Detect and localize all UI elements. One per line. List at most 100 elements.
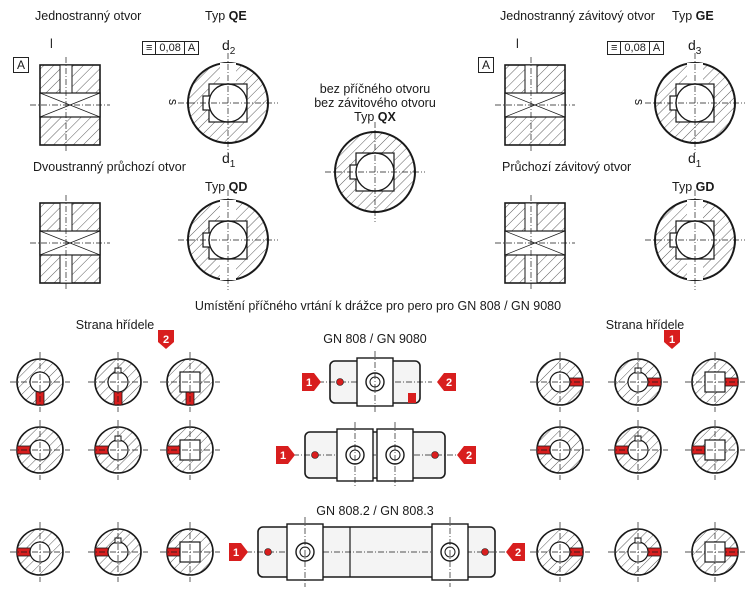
section-through-thread [495, 195, 575, 291]
badge-2: 2 [437, 373, 456, 391]
type-code: QX [377, 110, 396, 124]
red-cross-hole-marker [408, 393, 416, 403]
dim-sub: 2 [229, 45, 236, 57]
flatness-icon: ≡ [143, 42, 157, 54]
tolerance-datum: A [187, 42, 196, 54]
badge-number: 1 [233, 547, 239, 559]
badge-shape [437, 373, 456, 391]
small-hub [530, 352, 590, 412]
datum-box: A [13, 57, 30, 73]
coupling-gn808-double [293, 422, 457, 488]
badge-1: 1 [664, 330, 680, 349]
small-hub [88, 352, 148, 412]
hub-ge [645, 53, 745, 153]
coupling-gn808-2-label: GN 808.2 / GN 808.3 [316, 504, 434, 518]
badge-number: 2 [163, 334, 169, 346]
badge-shape [664, 330, 680, 349]
small-hub [160, 522, 220, 582]
bore-cross [39, 92, 101, 118]
small-hub [160, 420, 220, 480]
bore-cross [504, 230, 566, 256]
dim-s: s [166, 98, 181, 106]
dim-l: l [50, 37, 53, 51]
type-prefix: Typ [354, 110, 378, 124]
no-thread-hole-label: bez závitového otvoru [314, 96, 436, 110]
badge-shape [158, 330, 174, 349]
red-hole-marker [311, 451, 319, 459]
tolerance-value: 0,08 [621, 42, 650, 54]
dim-s: s [632, 98, 647, 106]
type-code: QD [228, 180, 248, 194]
dim-letter: d [222, 37, 230, 53]
dim-l: l [516, 37, 519, 51]
section-one-sided-thread [495, 57, 575, 153]
type-ge-label: Typ GE [672, 9, 714, 23]
small-hub [10, 352, 70, 412]
type-prefix: Typ [672, 9, 696, 23]
dim-letter: d [222, 150, 230, 166]
small-hub [530, 522, 590, 582]
badge-shape [506, 543, 525, 561]
coupling-gn808-2 [246, 517, 507, 587]
bore-cross [504, 92, 566, 118]
dim-d2: d2 [222, 37, 235, 57]
section-one-sided [30, 57, 110, 153]
small-hub [160, 352, 220, 412]
type-prefix: Typ [205, 9, 229, 23]
red-hole-marker [336, 378, 344, 386]
type-prefix: Typ [672, 180, 696, 194]
badge-1: 1 [276, 446, 295, 464]
type-qx-label: Typ QX [354, 110, 396, 124]
no-cross-hole-label: bez příčného otvoru [319, 82, 431, 96]
badge-shape [229, 543, 248, 561]
datum-box: A [478, 57, 495, 73]
coupling-gn808 [318, 351, 432, 413]
type-code: QE [228, 9, 247, 23]
type-qd-label: Typ QD [205, 180, 247, 194]
one-sided-thread-label: Jednostranný závitový otvor [500, 9, 655, 23]
dim-letter: d [688, 150, 696, 166]
section-two-sided [30, 195, 110, 291]
type-gd-label: Typ GD [672, 180, 714, 194]
small-hub [10, 420, 70, 480]
shaft-side-left: Strana hřídele [75, 318, 155, 332]
badge-shape [457, 446, 476, 464]
red-hole-marker [431, 451, 439, 459]
badge-number: 1 [669, 334, 675, 346]
shaft-side-right: Strana hřídele [605, 318, 685, 332]
dim-d3: d3 [688, 37, 701, 57]
red-hole-marker [481, 548, 489, 556]
two-sided-hole-label: Dvoustranný průchozí otvor [33, 160, 186, 174]
type-prefix: Typ [205, 180, 229, 194]
small-hub [608, 352, 668, 412]
bore-cross [39, 230, 101, 256]
badge-shape [276, 446, 295, 464]
badge-number: 2 [515, 547, 521, 559]
badge-1: 1 [302, 373, 321, 391]
small-hub [530, 420, 590, 480]
hub-qd [178, 190, 278, 290]
badge-number: 2 [466, 450, 472, 462]
badge-2: 2 [457, 446, 476, 464]
badge-number: 2 [446, 377, 452, 389]
badge-number: 1 [306, 377, 312, 389]
type-code: GD [695, 180, 715, 194]
small-hub [608, 420, 668, 480]
small-hub [88, 420, 148, 480]
flatness-icon: ≡ [608, 42, 622, 54]
badge-1: 1 [229, 543, 248, 561]
hub-qx [325, 122, 425, 222]
dim-sub: 3 [695, 45, 702, 57]
small-hub [88, 522, 148, 582]
red-hole-marker [264, 548, 272, 556]
badge-2: 2 [506, 543, 525, 561]
tolerance-value: 0,08 [156, 42, 185, 54]
small-hub [608, 522, 668, 582]
badge-number: 1 [280, 450, 286, 462]
dim-sub: 1 [229, 158, 236, 170]
tolerance-datum: A [652, 42, 661, 54]
